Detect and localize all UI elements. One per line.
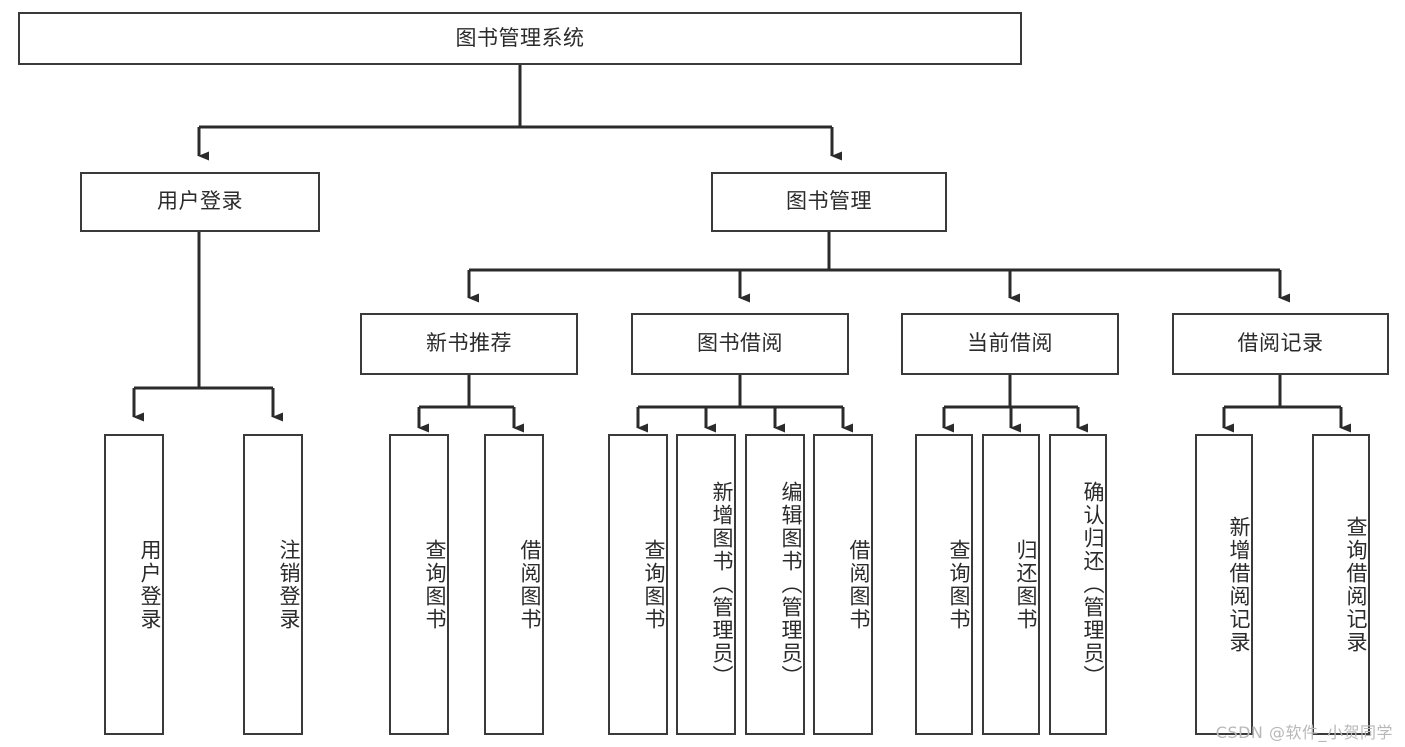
- node-root-system[interactable]: 图书管理系统: [18, 12, 1022, 65]
- node-borrow-records[interactable]: 借阅记录: [1172, 313, 1389, 375]
- leaf-label: 查询借阅记录: [1344, 515, 1368, 654]
- leaf-label: 查询图书: [642, 538, 666, 631]
- node-book-management[interactable]: 图书管理: [711, 172, 947, 232]
- leaf-records-query[interactable]: 查询借阅记录: [1312, 434, 1370, 735]
- leaf-book-borrow-query[interactable]: 查询图书: [608, 434, 668, 735]
- leaf-current-borrow-query[interactable]: 查询图书: [915, 434, 973, 735]
- leaf-book-borrow-edit[interactable]: 编辑图书（管理员）: [745, 434, 805, 735]
- leaf-new-books-query[interactable]: 查询图书: [389, 434, 449, 735]
- leaf-label: 借阅图书: [847, 538, 871, 631]
- leaf-label: 归还图书: [1014, 538, 1038, 631]
- leaf-label: 查询图书: [947, 538, 971, 631]
- leaf-label: 确认归还（管理员）: [1081, 481, 1105, 688]
- leaf-new-books-borrow[interactable]: 借阅图书: [484, 434, 544, 735]
- watermark: CSDN @软件_小贺同学: [1215, 723, 1393, 742]
- leaf-label: 新增图书（管理员）: [710, 481, 734, 688]
- leaf-book-borrow-borrow[interactable]: 借阅图书: [813, 434, 873, 735]
- leaf-label: 注销登录: [277, 538, 301, 631]
- node-current-borrow[interactable]: 当前借阅: [901, 313, 1119, 375]
- node-book-borrow[interactable]: 图书借阅: [631, 313, 849, 375]
- leaf-current-borrow-confirm[interactable]: 确认归还（管理员）: [1049, 434, 1107, 735]
- leaf-label: 查询图书: [423, 538, 447, 631]
- leaf-user-login-signin[interactable]: 用户登录: [104, 434, 164, 735]
- leaf-user-login-signout[interactable]: 注销登录: [243, 434, 303, 735]
- leaf-label: 用户登录: [138, 538, 162, 631]
- leaf-book-borrow-add[interactable]: 新增图书（管理员）: [676, 434, 736, 735]
- leaf-label: 借阅图书: [518, 538, 542, 631]
- leaf-records-add[interactable]: 新增借阅记录: [1195, 434, 1253, 735]
- leaf-label: 编辑图书（管理员）: [779, 481, 803, 688]
- node-user-login[interactable]: 用户登录: [80, 172, 320, 232]
- node-new-book-recommend[interactable]: 新书推荐: [360, 313, 578, 375]
- leaf-label: 新增借阅记录: [1227, 515, 1251, 654]
- leaf-current-borrow-return[interactable]: 归还图书: [982, 434, 1040, 735]
